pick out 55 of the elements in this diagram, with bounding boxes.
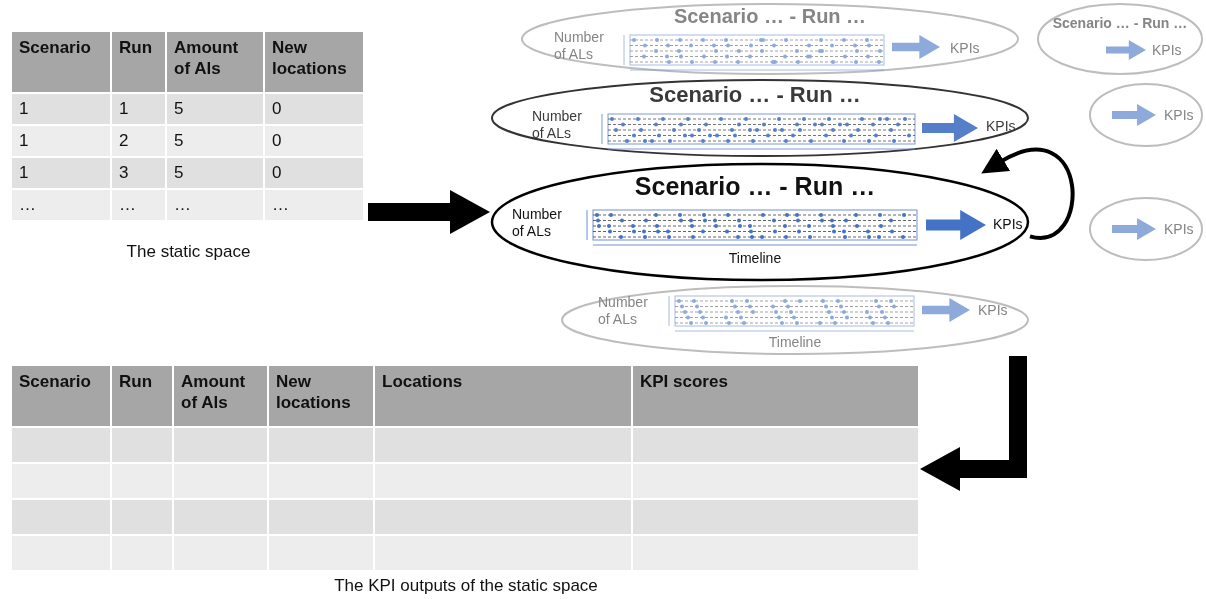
scenario-ellipse xyxy=(1088,196,1204,262)
scenario-ellipse xyxy=(490,78,1030,158)
header-cell: Locations xyxy=(375,366,631,426)
table-cell: 3 xyxy=(112,158,165,188)
header-cell: New locations xyxy=(265,32,363,92)
header-cell: Run xyxy=(112,32,165,92)
axis-label: Number of ALs xyxy=(554,29,605,63)
output-label: KPIs xyxy=(978,302,1008,318)
output-label: KPIs xyxy=(1164,107,1194,123)
table-cell: 5 xyxy=(167,94,263,124)
header-cell: Run xyxy=(112,366,172,426)
table-cell: 1 xyxy=(112,94,165,124)
table-cell: 0 xyxy=(265,126,363,156)
axis-label: Timeline xyxy=(768,334,822,350)
output-label: KPIs xyxy=(1164,221,1194,237)
scenario-ellipse xyxy=(1088,82,1204,148)
output-label: KPIs xyxy=(993,216,1023,232)
table-cell: 1 xyxy=(12,158,110,188)
header-cell: Scenario xyxy=(12,32,110,92)
axis-label: Number of ALs xyxy=(512,206,563,240)
table-cell: 2 xyxy=(112,126,165,156)
axis-label: Number of ALs xyxy=(598,294,649,328)
table-cell: … xyxy=(112,190,165,220)
table-cell: 0 xyxy=(265,94,363,124)
table-cell: 5 xyxy=(167,158,263,188)
arrow xyxy=(368,190,490,234)
header-cell: Scenario xyxy=(12,366,110,426)
table-cell: 1 xyxy=(12,94,110,124)
table-cell: … xyxy=(265,190,363,220)
header-cell: Amount of Als xyxy=(174,366,267,426)
run-title: Scenario … - Run … xyxy=(1052,15,1188,31)
table-cell: … xyxy=(12,190,110,220)
arrow xyxy=(920,356,1027,491)
table-cell: … xyxy=(167,190,263,220)
run-title: Scenario … - Run … xyxy=(649,82,861,108)
table-cell: 5 xyxy=(167,126,263,156)
scenario-ellipse xyxy=(1036,2,1204,76)
output-label: KPIs xyxy=(950,40,980,56)
axis-label: Number of ALs xyxy=(532,108,583,142)
output-label: KPIs xyxy=(986,118,1016,134)
table-caption: The static space xyxy=(126,242,251,262)
axis-label: Timeline xyxy=(728,250,782,266)
header-cell: KPI scores xyxy=(633,366,918,426)
scenario-ellipse xyxy=(560,284,1030,356)
table-caption: The KPI outputs of the static space xyxy=(334,576,598,596)
table-cell: 1 xyxy=(12,126,110,156)
scenario-ellipse xyxy=(490,162,1030,282)
scenario-ellipse xyxy=(520,2,1020,76)
run-title: Scenario … - Run … xyxy=(634,172,876,201)
header-cell: Amount of Als xyxy=(167,32,263,92)
table-cell: 0 xyxy=(265,158,363,188)
output-label: KPIs xyxy=(1152,42,1182,58)
header-cell: New locations xyxy=(269,366,373,426)
run-title: Scenario … - Run … xyxy=(673,5,867,28)
arrow xyxy=(980,147,1075,240)
